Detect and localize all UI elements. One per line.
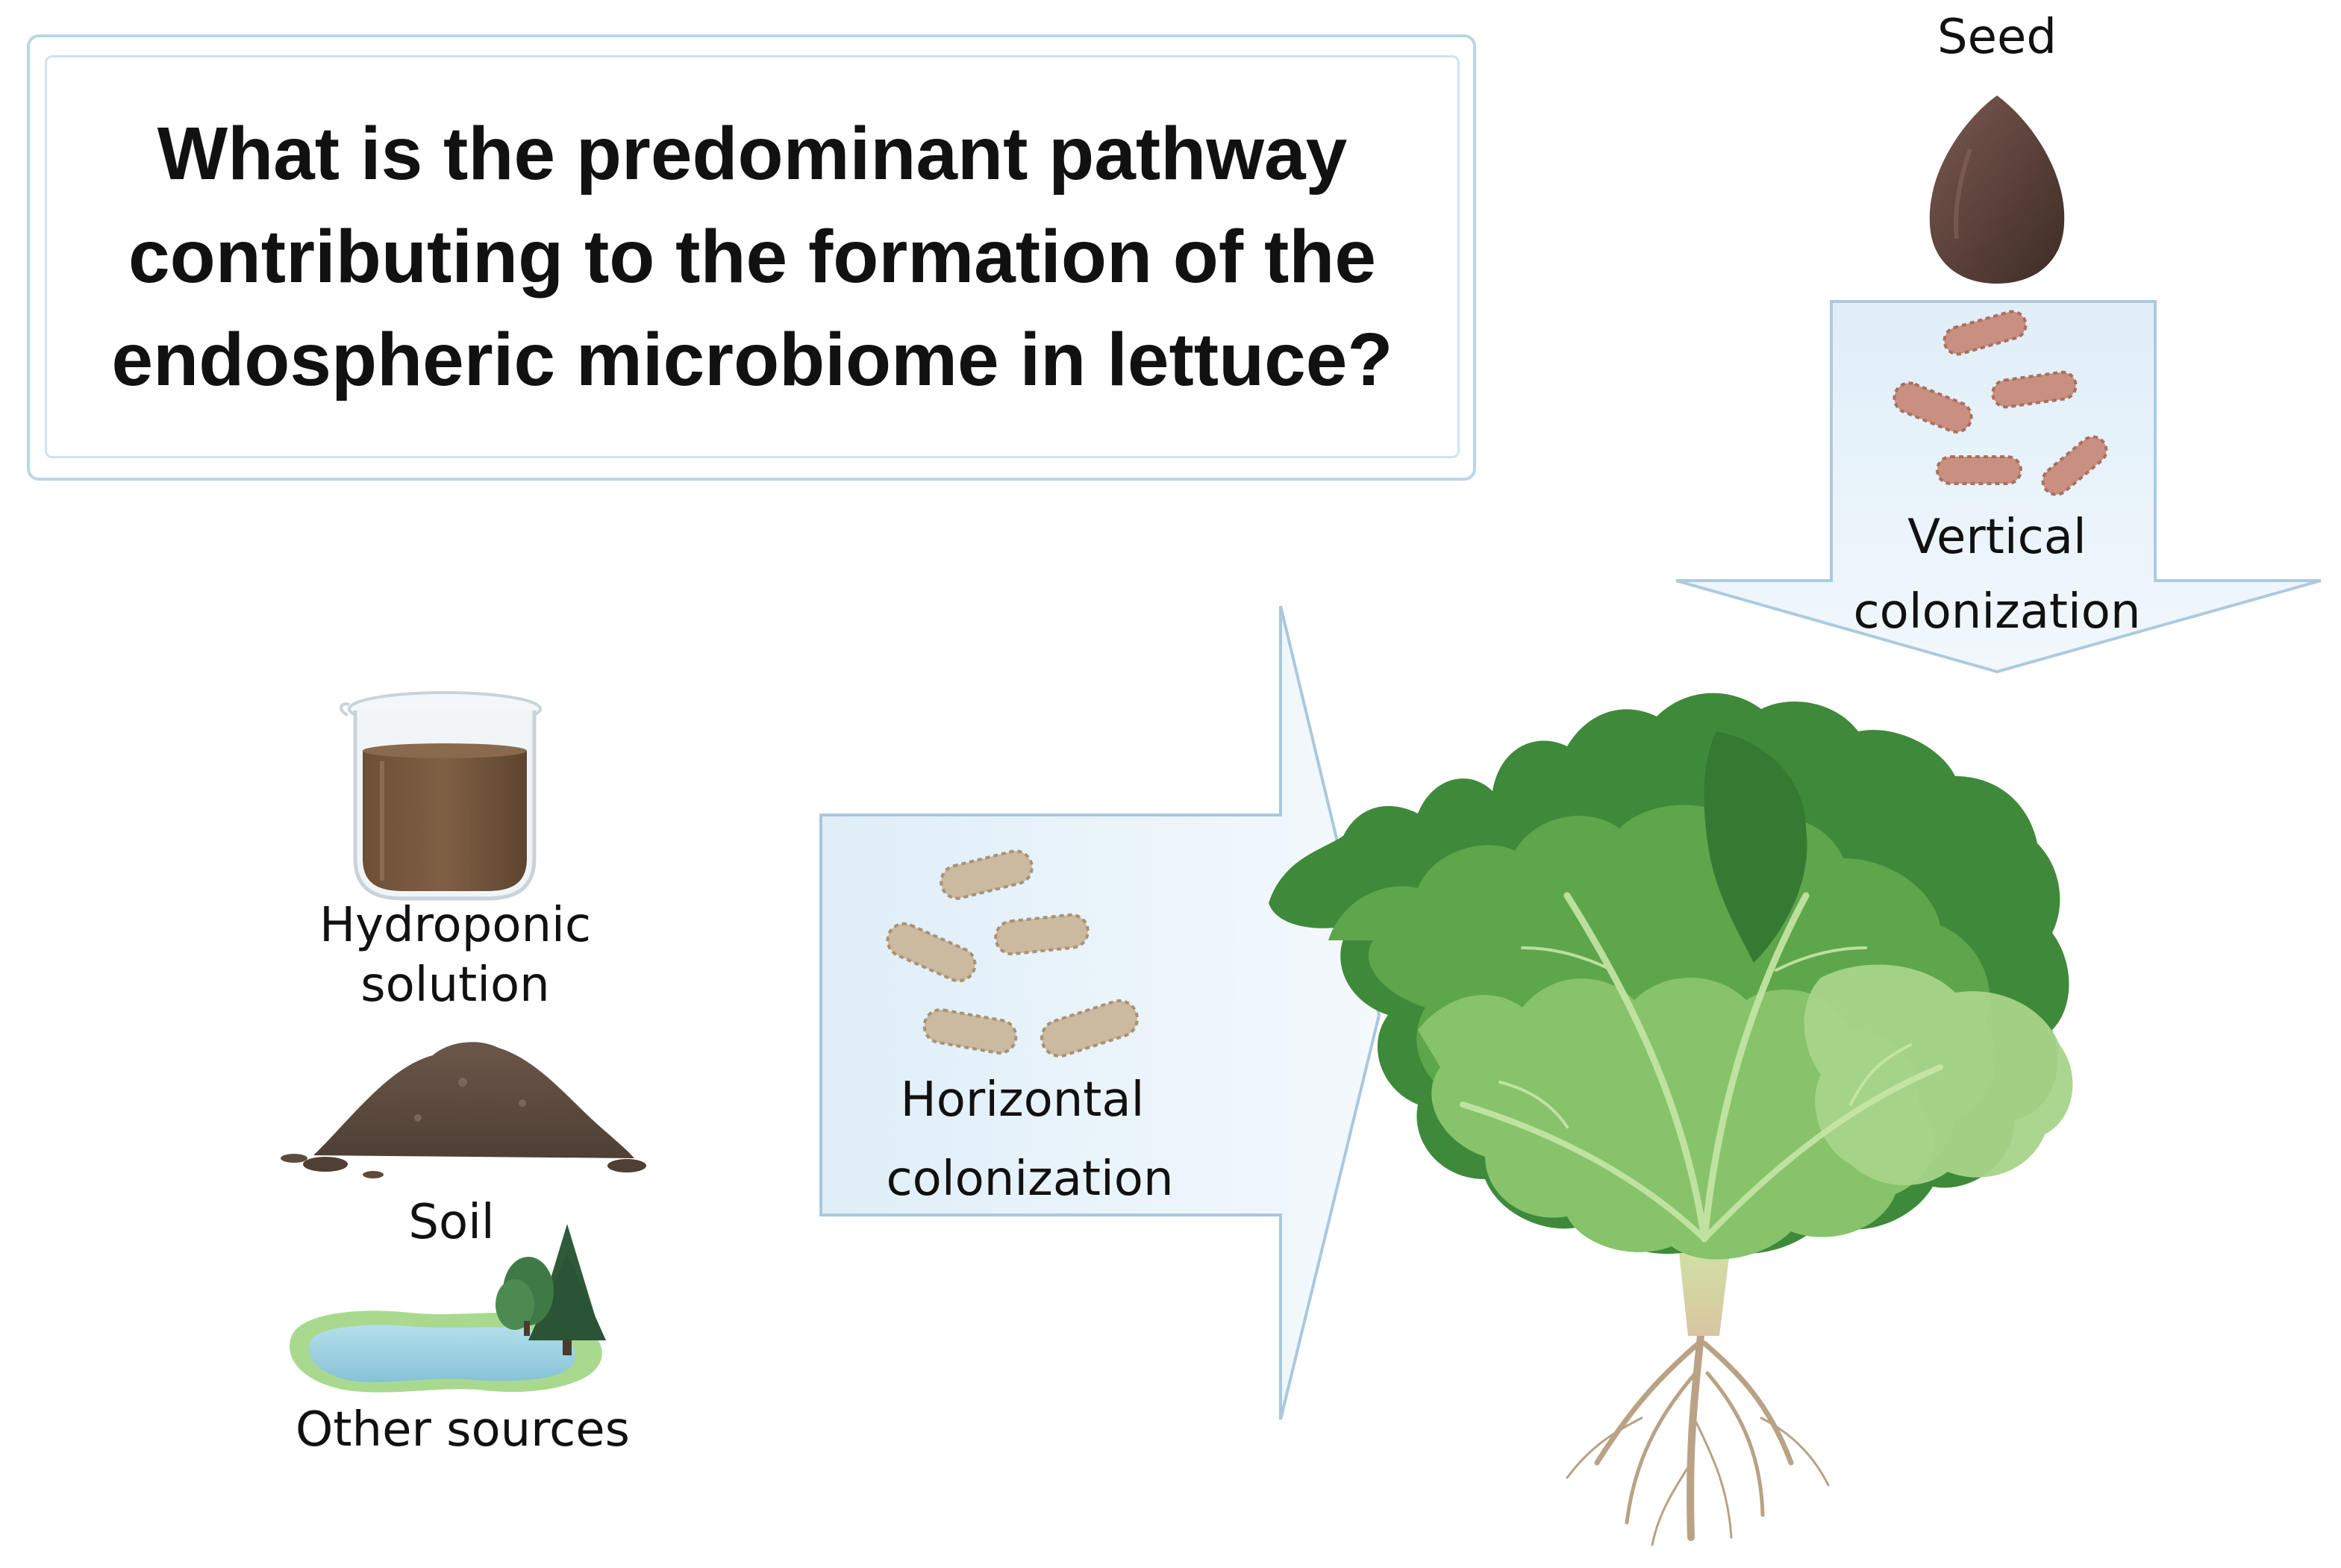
vertical-colonization-label-2: colonization <box>1853 584 2141 640</box>
lettuce-veins <box>1460 892 1943 1243</box>
bacterium-h2 <box>886 922 977 983</box>
lettuce-leaf-highlight <box>1804 964 2073 1186</box>
bacterium-h4 <box>922 1008 1018 1055</box>
bacterium-h5 <box>1040 999 1139 1058</box>
vertical-colonization-label-1: Vertical <box>1907 510 2087 565</box>
soil-label: Soil <box>408 1195 495 1250</box>
beaker-icon <box>340 691 542 901</box>
soil-icon <box>281 1042 646 1178</box>
question-text: What is the predominant pathway contribu… <box>111 112 1393 402</box>
bacterium-v2 <box>1893 381 1973 434</box>
bacterium-h3 <box>994 913 1090 956</box>
bacterium-v5 <box>2041 435 2108 496</box>
other-sources-label: Other sources <box>296 1402 630 1458</box>
lettuce-roots <box>1566 1325 1830 1546</box>
horizontal-colonization-label-2: colonization <box>886 1152 1174 1207</box>
horizontal-bacteria-group <box>886 849 1139 1058</box>
question-box <box>27 34 1476 481</box>
vertical-arrow <box>1675 300 2322 674</box>
vertical-bacteria-group <box>1893 310 2108 496</box>
bacterium-h1 <box>940 849 1034 900</box>
hydroponic-label-2: solution <box>360 958 550 1013</box>
lake-icon <box>290 1224 606 1393</box>
horizontal-colonization-label-1: Horizontal <box>900 1072 1145 1128</box>
bacterium-v3 <box>1991 370 2078 409</box>
bacterium-v4 <box>1936 455 2022 485</box>
lettuce-stem <box>1678 1239 1731 1336</box>
question-inner-box: What is the predominant pathway contribu… <box>45 55 1460 458</box>
hydroponic-label-1: Hydroponic <box>319 898 591 953</box>
lettuce-plant <box>1269 693 2073 1546</box>
seed-icon <box>1929 96 2065 284</box>
seed-label: Seed <box>1937 10 2057 65</box>
lettuce-leaf-inner <box>1704 731 1807 963</box>
bacterium-v1 <box>1943 310 2028 356</box>
